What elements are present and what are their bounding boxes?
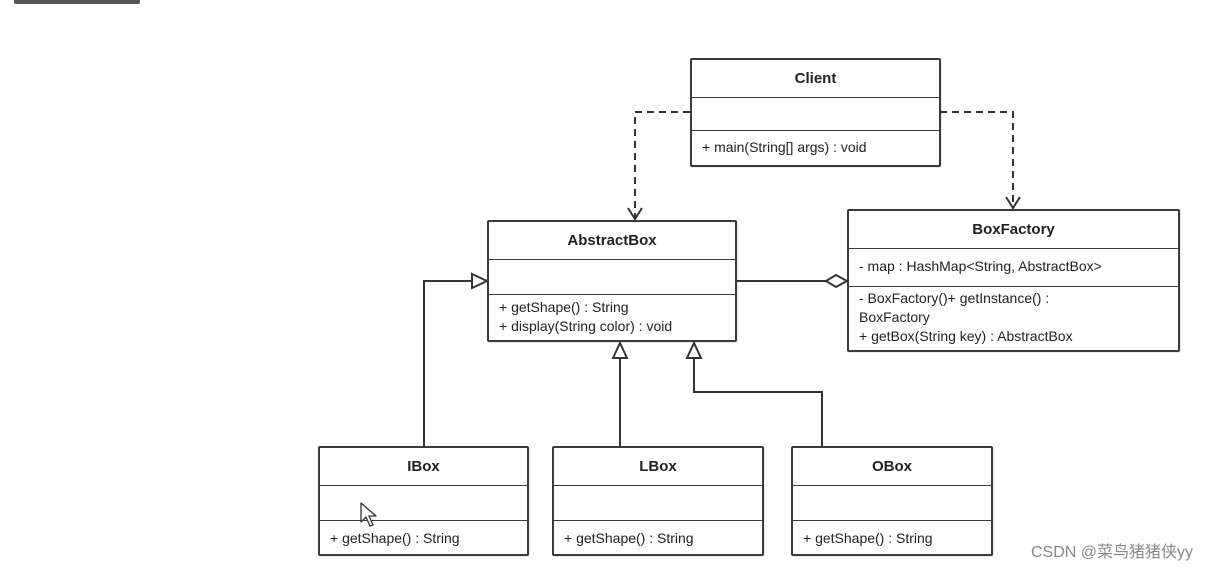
class-name: Client [692,60,939,98]
class-name: IBox [320,448,527,486]
attributes-compartment [320,486,527,521]
attributes-compartment [692,98,939,131]
attributes-compartment: - map : HashMap<String, AbstractBox> [849,249,1178,287]
operation: + main(String[] args) : void [702,139,867,155]
operations-compartment: + getShape() : String + display(String c… [489,295,735,340]
operation: + getShape() : String [499,299,629,315]
mouse-cursor-icon [360,502,377,527]
operations-compartment: - BoxFactory()+ getInstance() : BoxFacto… [849,287,1178,350]
operation: BoxFactory [859,309,930,325]
attributes-compartment [489,260,735,295]
class-boxfactory[interactable]: BoxFactory - map : HashMap<String, Abstr… [847,209,1180,352]
operations-compartment: + getShape() : String [793,521,991,552]
cropped-title-fragment [14,0,140,4]
operations-compartment: + getShape() : String [320,521,527,552]
operation: + getShape() : String [564,530,694,546]
class-name: LBox [554,448,762,486]
generalization-arrowhead-lbox [611,340,629,359]
class-obox[interactable]: OBox + getShape() : String [791,446,993,556]
attribute: - map : HashMap<String, AbstractBox> [859,258,1102,274]
generalization-ibox [423,280,472,446]
operations-compartment: + getShape() : String [554,521,762,552]
class-client[interactable]: Client + main(String[] args) : void [690,58,941,167]
generalization-obox [693,358,823,446]
class-name: OBox [793,448,991,486]
class-name: BoxFactory [849,211,1178,249]
class-lbox[interactable]: LBox + getShape() : String [552,446,764,556]
operation: - BoxFactory()+ getInstance() : [859,290,1050,306]
generalization-arrowhead-ibox [471,272,490,290]
attributes-compartment [554,486,762,521]
dependency-client-abstractbox [634,111,690,218]
operation: + getShape() : String [803,530,933,546]
dependency-arrowhead-abstractbox [627,207,643,221]
class-name: AbstractBox [489,222,735,260]
class-ibox[interactable]: IBox + getShape() : String [318,446,529,556]
aggregation-diamond [824,273,850,289]
watermark: CSDN @菜鸟猪猪侠yy [1030,544,1193,561]
dependency-client-boxfactory [940,111,1014,207]
operation: + getBox(String key) : AbstractBox [859,328,1073,344]
class-abstractbox[interactable]: AbstractBox + getShape() : String + disp… [487,220,737,342]
generalization-arrowhead-obox [685,340,703,359]
operation: + display(String color) : void [499,318,673,334]
operation: + getShape() : String [330,530,460,546]
attributes-compartment [793,486,991,521]
operations-compartment: + main(String[] args) : void [692,131,939,161]
dependency-arrowhead-boxfactory [1005,196,1021,210]
